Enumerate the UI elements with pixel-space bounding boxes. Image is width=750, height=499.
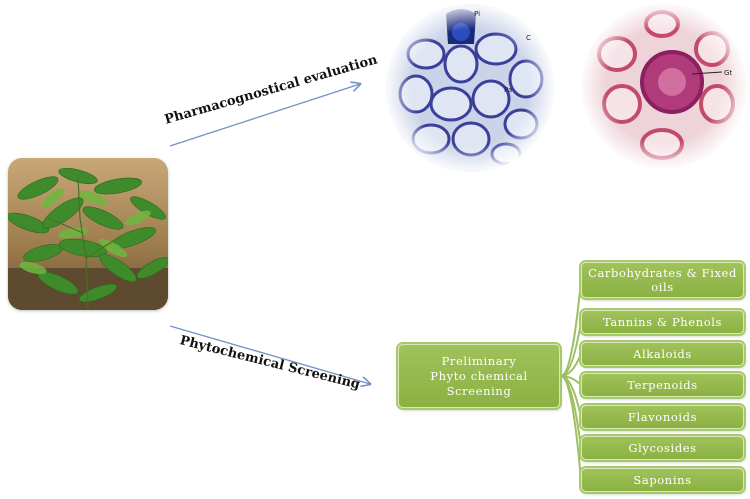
screening-line-2: Phyto chemical <box>430 368 528 383</box>
preliminary-screening-box: Preliminary Phyto chemical Screening <box>398 344 560 408</box>
plant-photo <box>8 158 168 310</box>
micrograph-label: Pa <box>504 86 512 94</box>
branch-lines <box>560 279 582 481</box>
micrograph-label: Pi <box>474 10 480 18</box>
category-flavonoids: Flavonoids <box>581 405 744 429</box>
category-alkaloids: Alkaloids <box>581 342 744 366</box>
category-terpenoids: Terpenoids <box>581 373 744 397</box>
category-glycosides: Glycosides <box>581 436 744 460</box>
screening-line-3: Screening <box>446 383 512 398</box>
category-carbohydrates: Carbohydrates & Fixed oils <box>581 262 744 298</box>
pharmacognostical-label: Pharmacognostical evaluation <box>162 52 380 128</box>
category-tannins: Tannins & Phenols <box>581 310 744 334</box>
category-saponins: Saponins <box>581 468 744 492</box>
micrograph-label: Gt <box>724 69 732 77</box>
phytochemical-label: Phytochemical Screening <box>178 333 362 393</box>
micrograph-pink: Gt <box>582 4 746 168</box>
micrograph-label: C <box>526 34 531 42</box>
screening-line-1: Preliminary <box>441 353 517 368</box>
